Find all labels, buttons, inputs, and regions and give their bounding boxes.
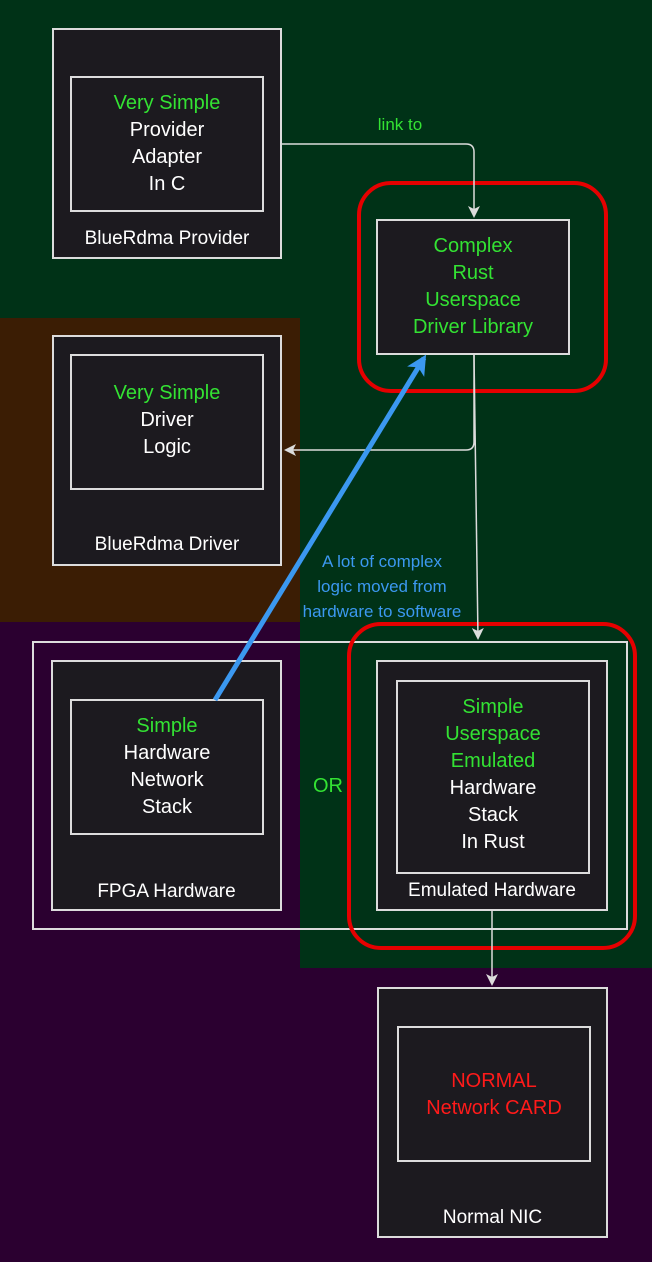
or-label: OR (313, 775, 343, 797)
link-to-label: link to (377, 115, 423, 134)
emulated-line: In Rust (461, 831, 525, 853)
nic-caption: Normal NIC (442, 1207, 543, 1228)
emulated-caption: Emulated Hardware (408, 880, 576, 901)
library-line: Complex (433, 235, 513, 257)
driver-line: Logic (143, 436, 191, 458)
complexity-moved-arrow (212, 354, 427, 702)
fpga-line: Stack (141, 796, 193, 818)
library-box: Complex Rust Userspace Driver Library (376, 219, 570, 355)
driver-inner-text: Very Simple Driver Logic (72, 380, 262, 461)
library-to-driver-arrow (284, 355, 475, 456)
fpga-inner-box: Simple Hardware Network Stack (70, 699, 264, 835)
emulated-line: Hardware (449, 777, 537, 799)
provider-box: Very Simple Provider Adapter In C BlueRd… (52, 28, 282, 259)
nic-inner-box: NORMAL Network CARD (397, 1026, 591, 1162)
emulated-box: Simple Userspace Emulated Hardware Stack… (376, 660, 608, 911)
fpga-line: Simple (136, 715, 198, 737)
provider-line: Adapter (131, 146, 203, 168)
fpga-line: Network (130, 769, 204, 791)
annotation-line: logic moved from (317, 577, 447, 596)
provider-line: In C (148, 173, 186, 195)
fpga-line: Hardware (123, 742, 211, 764)
nic-inner-text: NORMAL Network CARD (399, 1068, 589, 1122)
nic-box: NORMAL Network CARD Normal NIC (377, 987, 608, 1238)
provider-caption: BlueRdma Provider (84, 228, 250, 249)
emulated-line: Simple (462, 696, 524, 718)
provider-inner-box: Very Simple Provider Adapter In C (70, 76, 264, 212)
library-line: Rust (452, 262, 494, 284)
driver-caption: BlueRdma Driver (94, 534, 240, 555)
emulated-inner-text: Simple Userspace Emulated Hardware Stack… (398, 694, 588, 856)
complexity-annotation: A lot of complex logic moved from hardwa… (272, 549, 492, 624)
library-to-emulated-arrow (471, 354, 484, 640)
fpga-inner-text: Simple Hardware Network Stack (72, 713, 262, 821)
emulated-line: Emulated (450, 750, 536, 772)
library-line: Driver Library (412, 316, 534, 338)
annotation-line: A lot of complex (321, 552, 442, 571)
fpga-box: Simple Hardware Network Stack FPGA Hardw… (51, 660, 282, 911)
provider-line: Provider (129, 119, 205, 141)
driver-line: Driver (140, 409, 194, 431)
fpga-caption: FPGA Hardware (97, 881, 236, 902)
annotation-line: hardware to software (302, 602, 462, 621)
hardware-group-box (32, 641, 628, 930)
library-text: Complex Rust Userspace Driver Library (378, 233, 568, 341)
nic-line: NORMAL (451, 1070, 537, 1092)
driver-inner-box: Very Simple Driver Logic (70, 354, 264, 490)
provider-line: Very Simple (113, 92, 221, 114)
nic-line: Network CARD (426, 1097, 562, 1119)
driver-line: Very Simple (113, 382, 221, 404)
link-to-arrow (282, 143, 480, 218)
provider-inner-text: Very Simple Provider Adapter In C (72, 90, 262, 198)
emulated-line: Stack (467, 804, 519, 826)
library-highlight (357, 181, 608, 393)
emulated-line: Userspace (445, 723, 541, 745)
emulated-inner-box: Simple Userspace Emulated Hardware Stack… (396, 680, 590, 874)
library-line: Userspace (425, 289, 521, 311)
driver-box: Very Simple Driver Logic BlueRdma Driver (52, 335, 282, 566)
